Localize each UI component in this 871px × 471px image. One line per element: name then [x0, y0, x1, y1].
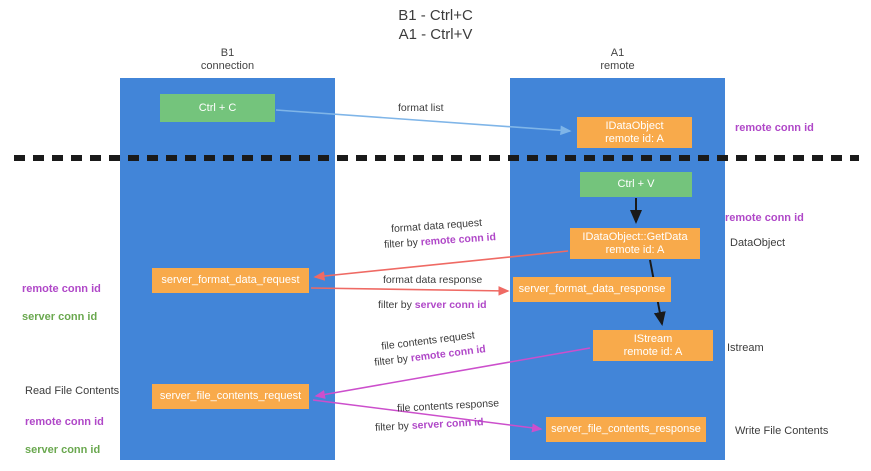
- filter-prefix: filter by: [373, 352, 412, 369]
- node-server-file-contents-request[interactable]: server_file_contents_request: [152, 384, 309, 409]
- node-server-file-contents-response[interactable]: server_file_contents_response: [546, 417, 706, 442]
- node-idataobject[interactable]: IDataObject remote id: A: [577, 117, 692, 148]
- edge-label-file-contents-response-filter: filter by server conn id: [375, 415, 484, 435]
- node-server-format-data-request[interactable]: server_format_data_request: [152, 268, 309, 293]
- filter-prefix: filter by: [383, 236, 422, 251]
- annotation-remote-conn-id-left: remote conn id: [25, 416, 104, 428]
- filter-prefix: filter by: [374, 419, 413, 434]
- node-ctrl-v[interactable]: Ctrl + V: [580, 172, 692, 197]
- edge-label-format-data-response: format data response: [383, 274, 483, 286]
- annotation-conn-ids-bottom: remote conn id server conn id: [25, 401, 104, 471]
- annotation-remote-conn-id-top: remote conn id: [735, 122, 814, 134]
- annotation-read-file-contents: Read File Contents: [25, 385, 120, 397]
- annotation-istream: Istream: [727, 342, 764, 354]
- server-conn-id-token: server conn id: [411, 416, 484, 432]
- annotation-remote-conn-id-mid: remote conn id: [725, 212, 804, 224]
- annotation-server-conn-id-left: server conn id: [22, 311, 98, 323]
- connector-format-data-response: [310, 286, 510, 296]
- annotation-conn-ids-mid: remote conn id server conn id: [22, 268, 101, 338]
- diagram-title: B1 - Ctrl+C A1 - Ctrl+V: [398, 7, 473, 43]
- phase-divider: [14, 155, 859, 161]
- annotation-server-conn-id-left: server conn id: [25, 444, 101, 456]
- swimlane-header-a1: A1 remote: [600, 47, 635, 72]
- server-conn-id-token: server conn id: [414, 299, 487, 311]
- node-idataobject-getdata[interactable]: IDataObject::GetData remote id: A: [570, 228, 700, 259]
- swimlane-header-b1: B1 connection: [200, 47, 255, 72]
- annotation-dataobject: DataObject: [730, 237, 786, 249]
- edge-label-file-contents-response: file contents response: [396, 397, 500, 415]
- filter-prefix: filter by: [378, 299, 415, 311]
- annotation-write-file-contents: Write File Contents: [735, 425, 829, 437]
- edge-label-format-data-response-filter: filter by server conn id: [378, 298, 487, 312]
- node-istream[interactable]: IStream remote id: A: [593, 330, 713, 361]
- node-server-format-data-response[interactable]: server_format_data_response: [513, 277, 671, 302]
- node-ctrl-c[interactable]: Ctrl + C: [160, 94, 275, 122]
- edge-label-format-list: format list: [398, 102, 444, 114]
- remote-conn-id-token: remote conn id: [420, 231, 497, 249]
- annotation-remote-conn-id-left: remote conn id: [22, 283, 101, 295]
